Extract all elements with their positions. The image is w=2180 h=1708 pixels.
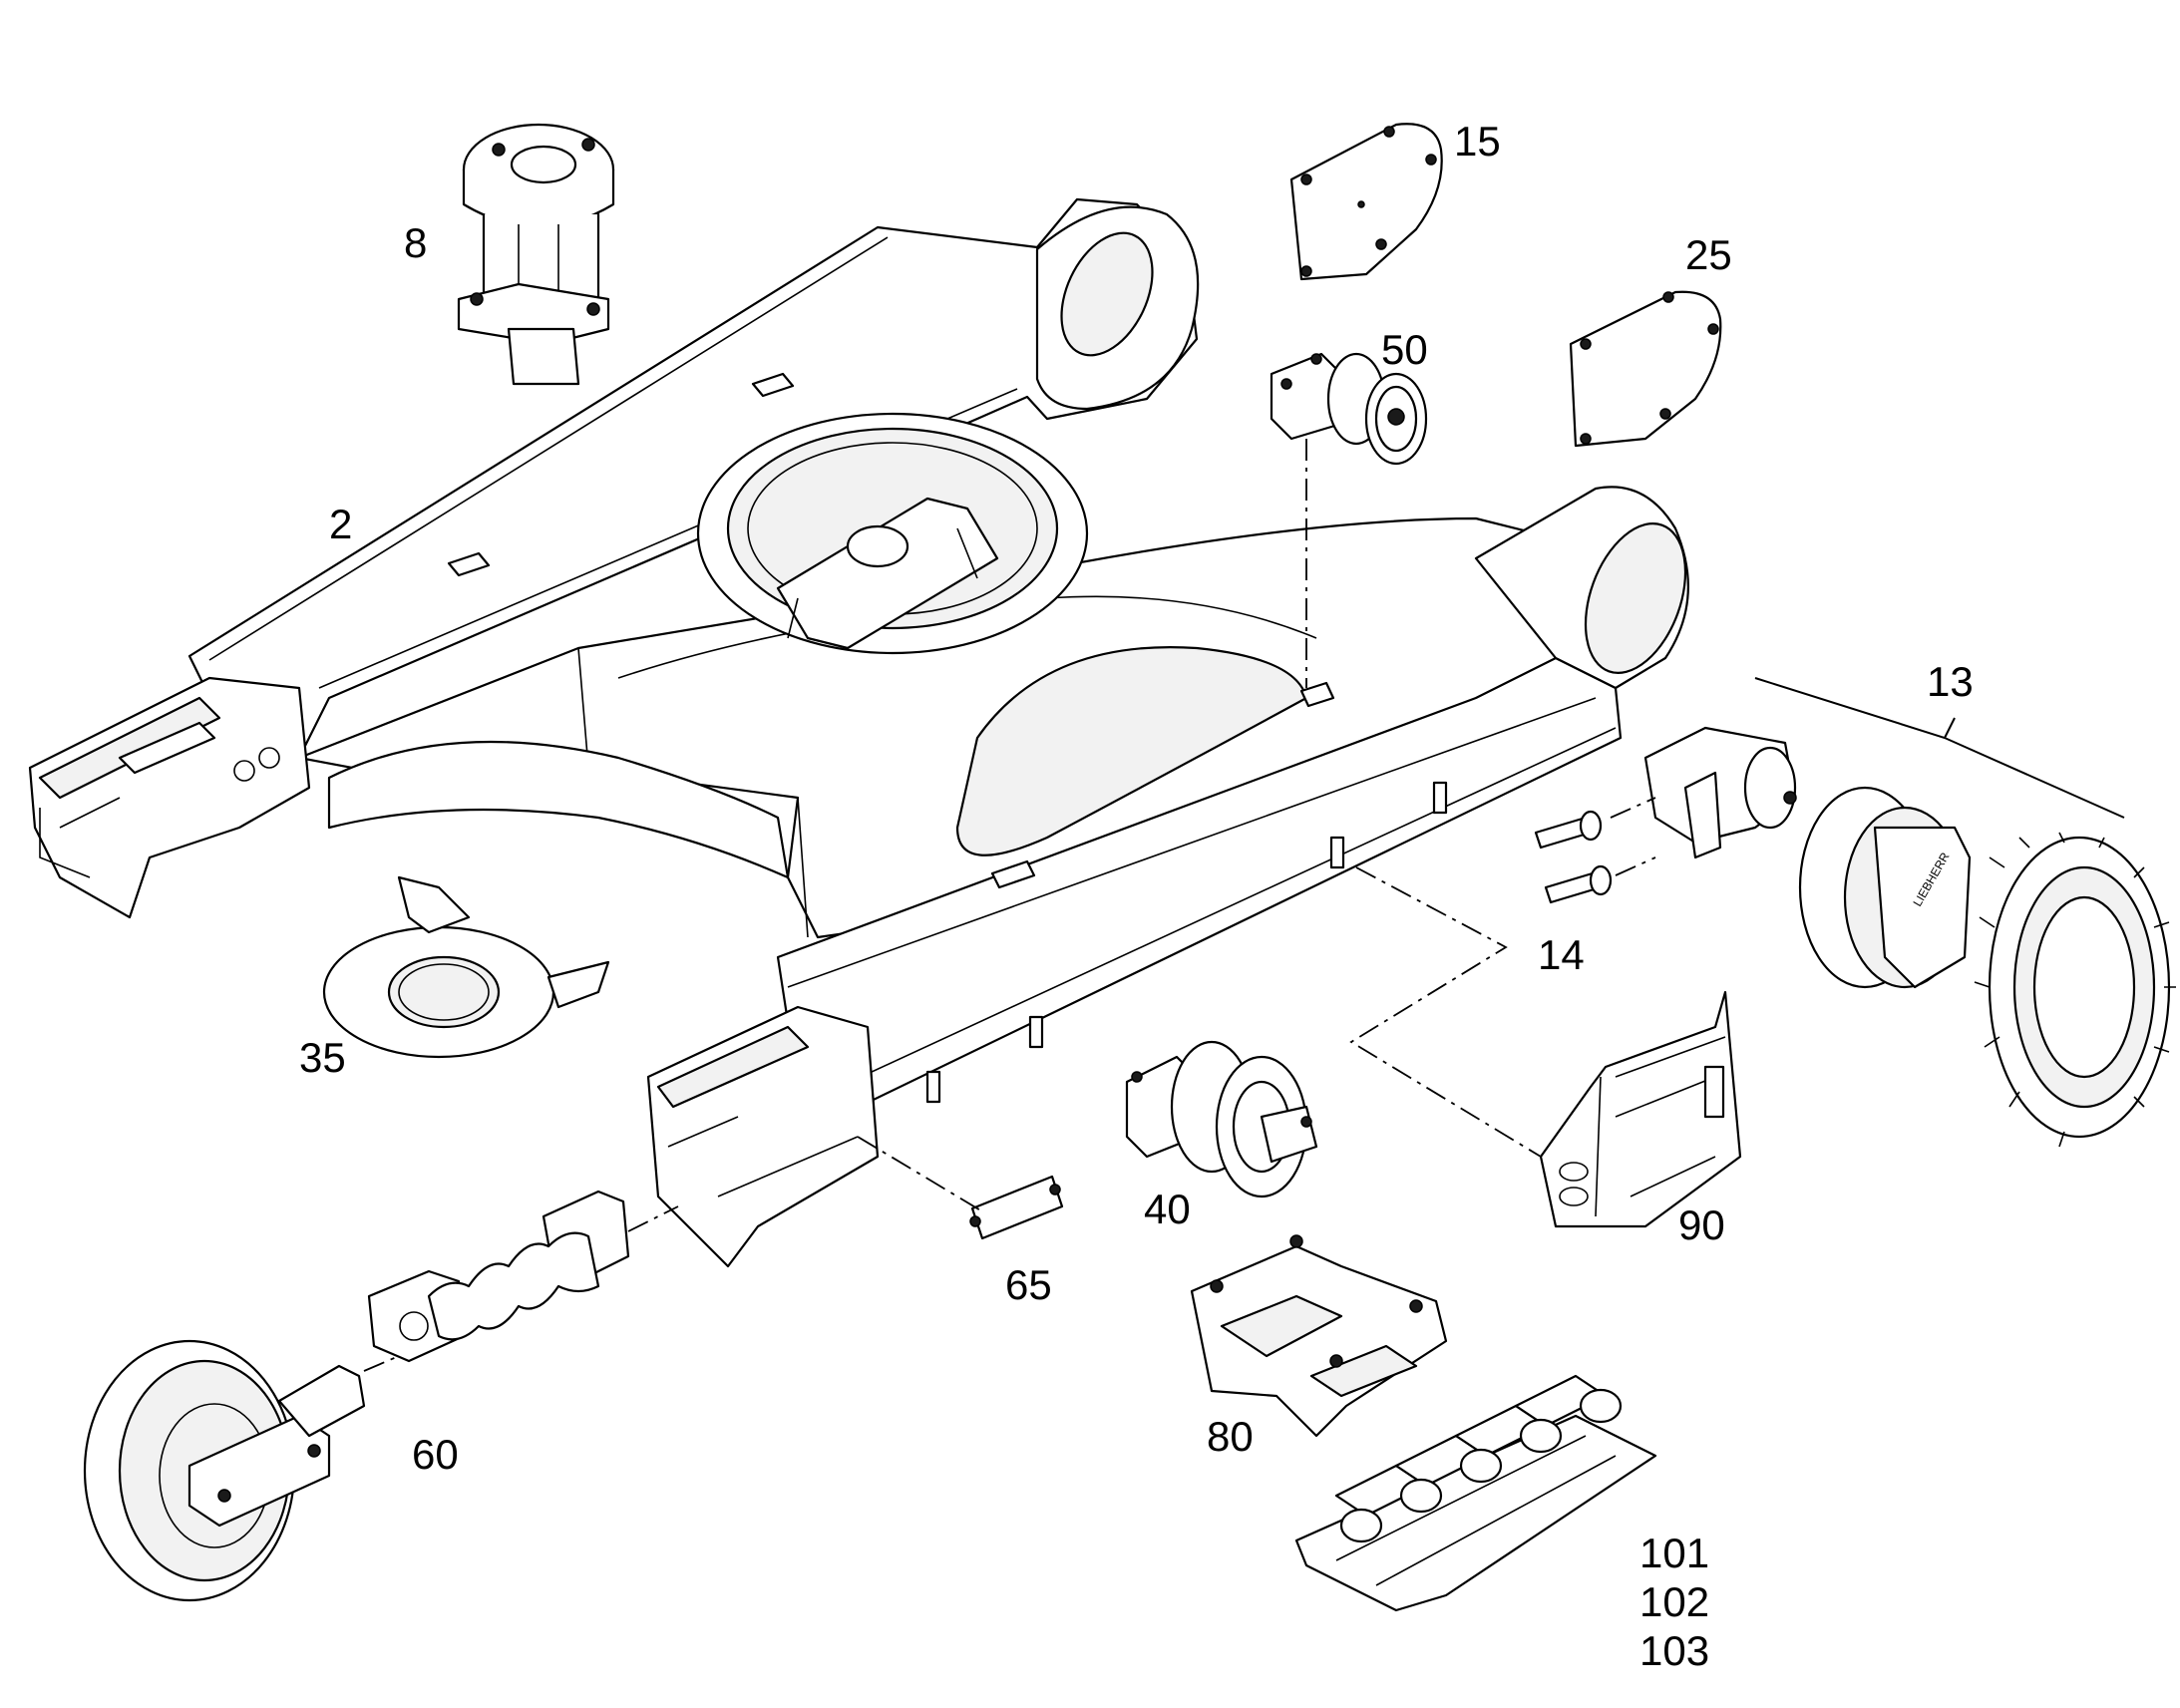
track-roller[interactable] (1125, 1040, 1318, 1198)
callout-35: 35 (299, 1034, 346, 1081)
motor-bolts[interactable] (1534, 810, 1613, 904)
callout-103: 103 (1639, 1627, 1709, 1674)
cover-plate-35[interactable] (322, 875, 610, 1059)
callout-25: 25 (1685, 231, 1732, 278)
callout-102: 102 (1639, 1578, 1709, 1625)
bolt-centerline (1610, 797, 1656, 876)
rotary-joint[interactable] (457, 123, 615, 386)
travel-drive-assembly[interactable]: LIEBHERR (1643, 726, 2176, 1148)
callout-2: 2 (329, 501, 352, 547)
swing-bearing-ring (696, 412, 1089, 655)
idler-wheel[interactable] (83, 1339, 366, 1602)
callout-13: 13 (1927, 658, 1974, 705)
guard-plate[interactable] (1539, 990, 1742, 1228)
callout-60: 60 (412, 1431, 459, 1478)
cover-plate-15[interactable] (1289, 123, 1443, 281)
travel-gearbox[interactable]: LIEBHERR (1798, 786, 1972, 989)
leader-13 (1754, 677, 2125, 819)
track-guide[interactable] (1190, 1234, 1448, 1438)
track-chain[interactable] (1294, 1374, 1657, 1612)
callout-14: 14 (1538, 931, 1585, 978)
drive-sprocket[interactable] (1974, 832, 2176, 1148)
guard-plate-centerline (1349, 866, 1542, 1158)
callout-65: 65 (1005, 1261, 1052, 1308)
callout-labels: 2 8 13 14 15 25 35 40 50 60 65 80 90 101… (299, 118, 1974, 1674)
callout-40: 40 (1144, 1186, 1191, 1232)
travel-motor[interactable] (1643, 726, 1797, 859)
callout-15: 15 (1454, 118, 1501, 165)
tensioner-centerline (363, 1205, 679, 1372)
undercarriage-frame[interactable] (28, 197, 1704, 1268)
callout-80: 80 (1207, 1413, 1254, 1460)
cover-plate-65[interactable] (969, 1175, 1064, 1240)
callout-90: 90 (1678, 1201, 1725, 1248)
carrier-roller[interactable] (1270, 352, 1428, 466)
callout-101: 101 (1639, 1530, 1709, 1576)
cover-65-centerline (857, 1136, 983, 1212)
callout-50: 50 (1381, 326, 1428, 373)
callout-8: 8 (404, 219, 427, 266)
cover-plate-25[interactable] (1569, 290, 1722, 448)
track-tensioner-spring[interactable] (367, 1190, 630, 1363)
